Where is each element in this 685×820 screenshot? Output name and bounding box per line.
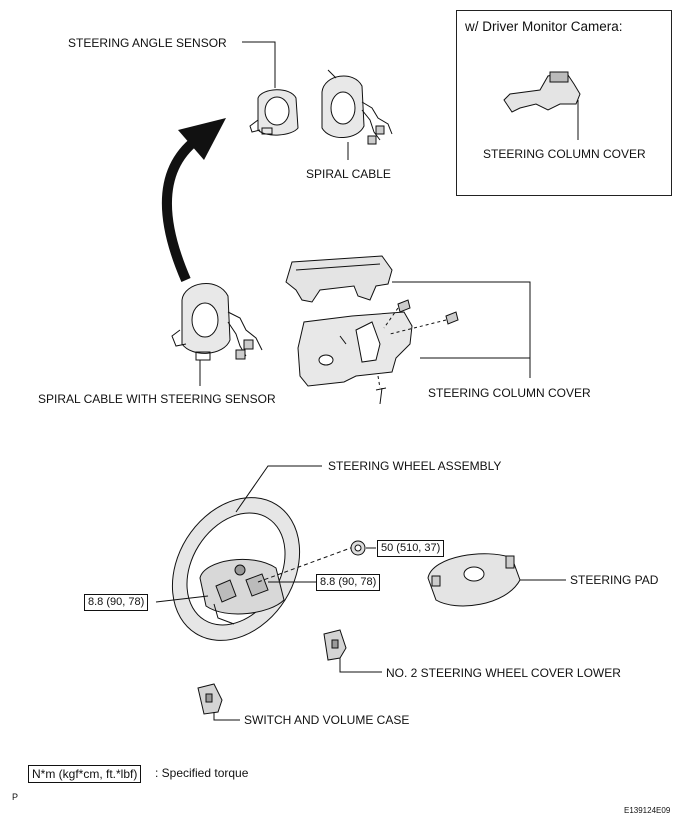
spiral-cable-with-sensor-part bbox=[171, 283, 263, 361]
leader-column-cover-1 bbox=[392, 281, 531, 359]
removal-arrow bbox=[161, 136, 200, 282]
torque-screw-left: 8.8 (90, 78) bbox=[84, 594, 149, 611]
legend-description: : Specified torque bbox=[155, 766, 249, 780]
leader-switch-volume bbox=[213, 712, 240, 721]
label-steering-column-cover: STEERING COLUMN COVER bbox=[428, 386, 591, 400]
leader-steering-wheel bbox=[235, 465, 322, 513]
legend-torque-unit: N*m (kgf*cm, ft.*lbf) bbox=[28, 765, 142, 783]
cover-screws bbox=[375, 299, 459, 405]
cover-screw-guides bbox=[377, 307, 447, 389]
label-steering-wheel-assembly: STEERING WHEEL ASSEMBLY bbox=[328, 459, 502, 473]
label-steering-angle-sensor: STEERING ANGLE SENSOR bbox=[68, 36, 227, 50]
steering-pad-part bbox=[427, 553, 521, 607]
steering-angle-sensor-part bbox=[249, 89, 299, 136]
steering-wheel-nut bbox=[350, 540, 366, 556]
leader-steering-angle-sensor bbox=[242, 41, 276, 88]
steering-wheel-part bbox=[171, 497, 301, 641]
leader-no2-cover bbox=[339, 658, 382, 673]
label-switch-volume-case: SWITCH AND VOLUME CASE bbox=[244, 713, 410, 727]
label-spiral-cable: SPIRAL CABLE bbox=[306, 167, 391, 181]
torque-nut: 50 (510, 37) bbox=[377, 540, 445, 557]
inset-driver-monitor-camera: w/ Driver Monitor Camera: STEERING COLUM… bbox=[456, 10, 672, 196]
corner-letter: P bbox=[12, 792, 19, 802]
figure-code: E139124E09 bbox=[624, 806, 671, 815]
spiral-cable-part bbox=[321, 69, 393, 145]
inset-column-cover-part bbox=[503, 71, 581, 113]
nut-guide bbox=[257, 545, 357, 583]
torque-screw-right: 8.8 (90, 78) bbox=[316, 574, 381, 591]
inset-label-column-cover: STEERING COLUMN COVER bbox=[483, 147, 646, 161]
label-no2-cover-lower: NO. 2 STEERING WHEEL COVER LOWER bbox=[386, 666, 621, 680]
steering-column-cover-upper bbox=[285, 255, 393, 303]
steering-column-cover-lower bbox=[297, 311, 413, 387]
label-spiral-cable-with-sensor: SPIRAL CABLE WITH STEERING SENSOR bbox=[38, 392, 276, 406]
label-steering-pad: STEERING PAD bbox=[570, 573, 659, 587]
switch-volume-case-part bbox=[197, 683, 223, 715]
no2-cover-lower-part bbox=[323, 629, 347, 661]
inset-title: w/ Driver Monitor Camera: bbox=[465, 19, 623, 34]
